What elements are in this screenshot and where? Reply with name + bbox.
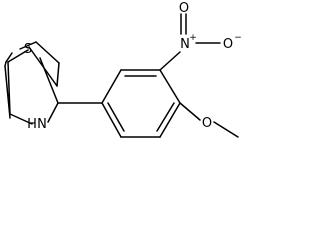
benz-b6	[101, 102, 122, 138]
nitro-oxygen-right-label: O	[223, 37, 233, 52]
nitro-oxygen-top-label: O	[179, 1, 189, 16]
bond-s-ch2	[7, 49, 29, 63]
benz-b4	[159, 102, 181, 138]
benzene-ring	[57, 69, 181, 138]
bond-s-c2	[19, 41, 37, 50]
bond-ring-a	[5, 52, 13, 63]
bond-c2-c3	[35, 41, 60, 64]
bond-c-o-methoxy	[179, 102, 201, 121]
benz-d2	[156, 102, 175, 132]
nitro-minus-charge: −	[234, 33, 242, 43]
bond-c3-c4	[56, 62, 60, 87]
ring-nitrogen-label: N	[37, 117, 47, 132]
bond-ch2-ch2	[7, 61, 11, 115]
benz-d3	[107, 102, 125, 132]
methoxy-oxygen-label: O	[202, 116, 212, 131]
bond-ring-b	[4, 61, 7, 67]
bond-c-nitro	[159, 51, 181, 71]
chemical-structure: S N H N + O O − O	[4, 1, 242, 138]
bond-c2-s	[39, 57, 59, 104]
benz-b3	[159, 69, 181, 104]
bond-o-ch3	[213, 121, 239, 138]
nitro-group	[159, 13, 221, 71]
ring-bonds	[7, 49, 59, 125]
bond-ch2-nh	[9, 113, 33, 125]
bond-nh-c2	[47, 102, 59, 123]
nitro-plus-charge: +	[189, 33, 197, 43]
nitro-nitrogen-label: N	[180, 37, 190, 52]
benz-b1	[101, 69, 122, 104]
ring-nh-hydrogen-label: H	[27, 117, 37, 132]
methoxy-group	[179, 102, 239, 138]
sulfur-label: S	[24, 42, 32, 57]
